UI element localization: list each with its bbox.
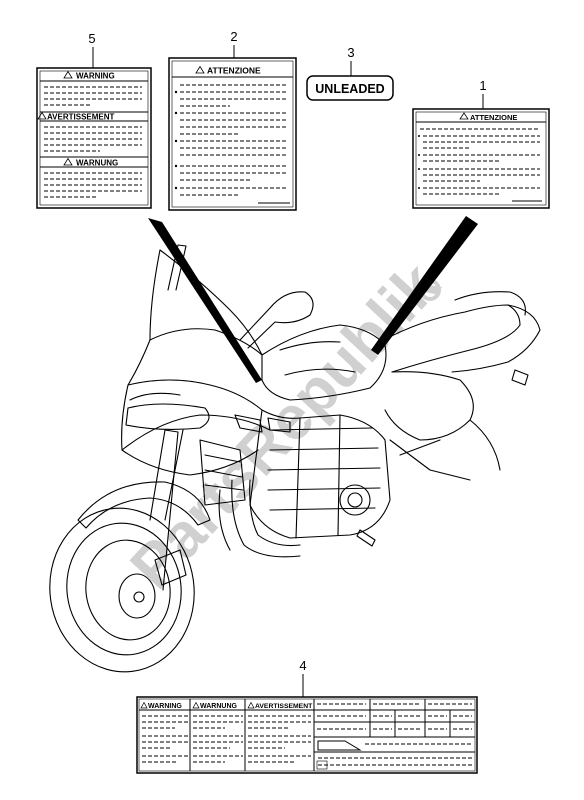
label-2: 2 ATTENZIONE [168, 29, 297, 211]
label-4-warnung-header: WARNUNG [200, 703, 237, 710]
label-4-avertissement-header: AVERTISSEMENT [255, 703, 313, 710]
warning-triangle-icon [63, 157, 73, 166]
callout-4: 4 [299, 658, 306, 673]
warning-triangle-icon [247, 701, 255, 709]
callout-3: 3 [347, 45, 354, 60]
warning-triangle-icon [195, 65, 205, 74]
label-5: 5 WARNING AVERTISSEMENT WARNUNG [36, 31, 152, 209]
callout-1: 1 [479, 78, 486, 93]
label-4-warning-header: WARNING [148, 703, 182, 710]
label-2-title: ATTENZIONE [207, 66, 261, 76]
label-3: 3 UNLEADED [306, 45, 394, 101]
label-5-warning-heading: WARNING [76, 72, 115, 81]
warning-triangle-icon [63, 70, 73, 79]
warning-triangle-icon [459, 112, 469, 120]
callout-2: 2 [230, 29, 237, 44]
warning-triangle-icon [37, 111, 47, 120]
warning-triangle-icon [192, 701, 200, 709]
motorcycle-drawing [49, 244, 541, 673]
label-1-title: ATTENZIONE [470, 113, 517, 122]
label-5-warnung-heading: WARNUNG [76, 159, 118, 168]
label-3-text: UNLEADED [315, 82, 384, 96]
label-4: 4 WARNING WARNUNG AVERTISSEMENT [136, 658, 478, 774]
label-1: 1 ATTENZIONE [412, 78, 550, 209]
warning-triangle-icon [140, 701, 148, 709]
pointer-arrows [148, 216, 478, 383]
label-5-avertissement-heading: AVERTISSEMENT [47, 113, 115, 122]
callout-5: 5 [88, 31, 95, 46]
